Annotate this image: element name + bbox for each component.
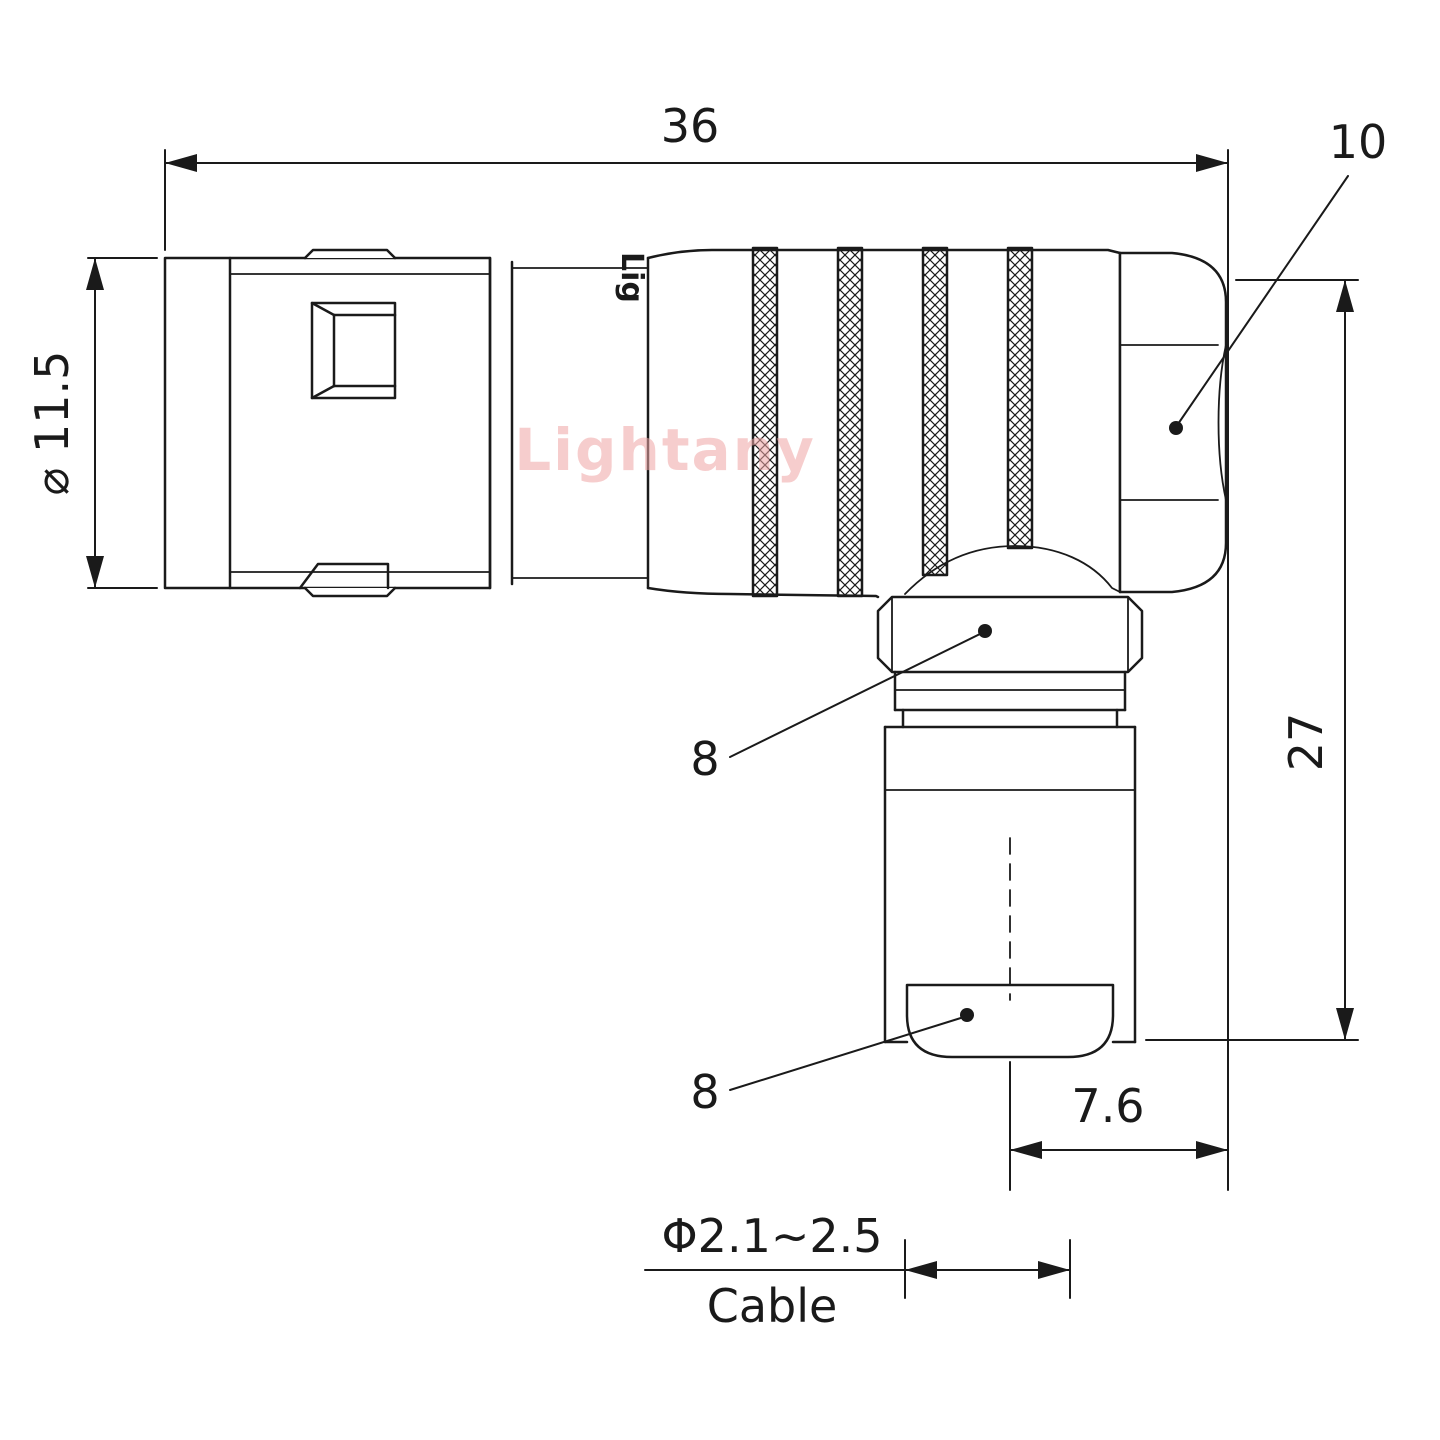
dim-label-27: 27: [1279, 713, 1333, 772]
dim-shell-diameter: ⌀ 11.5: [25, 257, 104, 589]
extension-lines: [87, 149, 1359, 1299]
engraving-text: Lig: [614, 252, 649, 303]
mid-barrel: [488, 256, 650, 590]
knurl-band: [921, 246, 949, 577]
knurl-band: [836, 246, 864, 598]
release-sleeve: [163, 248, 492, 598]
elbow-hex-nut: [876, 595, 1144, 674]
leader-backshell: 10: [1169, 115, 1387, 435]
knurl-band: [1006, 246, 1034, 550]
dim-overall-height: 27: [1279, 279, 1354, 1041]
watermark-text: Lightany: [514, 416, 816, 484]
dim-label-8a: 8: [690, 732, 719, 786]
latch-cut: [298, 562, 390, 590]
dim-label-10: 10: [1329, 115, 1388, 169]
leader-hex-upper: 8: [690, 624, 992, 786]
dim-label-cable-range: Φ2.1~2.5: [661, 1209, 882, 1263]
dim-exit-offset: 7.6: [1009, 1079, 1229, 1159]
cable-gland: [883, 725, 1137, 1059]
connector-body: [163, 246, 1228, 1059]
latch-window: [310, 301, 397, 400]
dim-label-8b: 8: [690, 1065, 719, 1119]
neck-steps: [893, 670, 1127, 729]
dim-overall-length: 36: [164, 99, 1229, 172]
dimension-annotations: 36 ⌀ 11.5 27 10 8: [25, 99, 1387, 1333]
knurl-band: [751, 246, 779, 598]
dim-label-diameter: ⌀ 11.5: [25, 351, 79, 496]
cable-label: Cable: [707, 1279, 838, 1333]
leader-hex-lower: 8: [690, 1008, 974, 1119]
dim-label-36: 36: [661, 99, 720, 153]
dim-label-7-6: 7.6: [1071, 1079, 1144, 1133]
dim-cable-range: Φ2.1~2.5 Cable: [644, 1209, 1071, 1333]
